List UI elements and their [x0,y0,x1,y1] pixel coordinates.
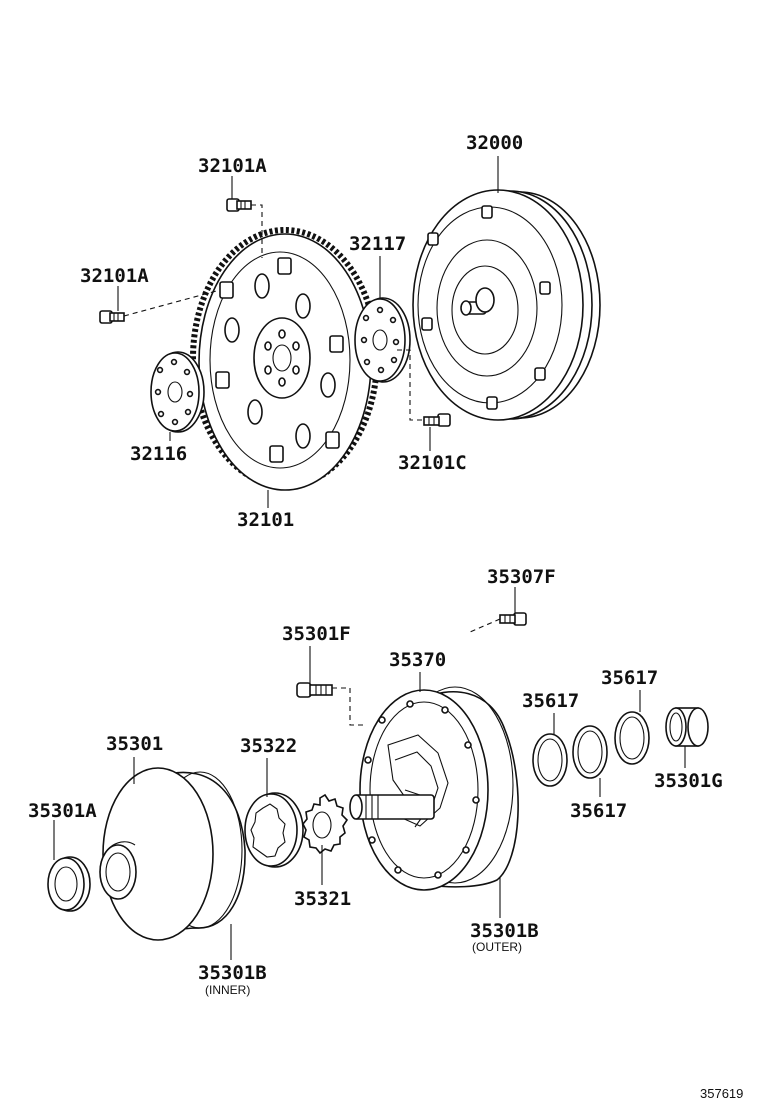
label-35617-c: 35617 [601,667,658,689]
label-32117: 32117 [349,233,406,255]
label-35301: 35301 [106,733,163,755]
label-32116: 32116 [130,443,187,465]
label-32000: 32000 [466,132,523,154]
oil-seal-35301a[interactable] [47,856,91,912]
label-35307f: 35307F [487,566,556,588]
bolt-35307f[interactable] [499,612,527,626]
spacer-plate-32117[interactable] [354,297,411,383]
oil-pump-body-35301[interactable] [99,767,246,941]
spacer-plate-32116[interactable] [150,351,205,433]
upper-leader-lines [117,156,499,508]
driven-gear-35322[interactable] [244,792,304,868]
callout-labels: 32000 32101A 32101A 32117 32116 32101C 3… [28,132,743,1101]
drive-gear-35321[interactable] [302,793,349,855]
label-35301b-inner: 35301B [198,962,267,984]
bolt-32101a-left[interactable] [99,310,125,324]
label-35301b-outer: 35301B [470,920,539,942]
bushing-35301g[interactable] [665,707,709,747]
label-32101: 32101 [237,509,294,531]
note-outer: (OUTER) [472,940,522,954]
label-32101a-top: 32101A [198,155,267,177]
torque-converter-32000[interactable] [412,189,601,421]
drive-plate-32101[interactable] [190,227,380,491]
seal-ring-35617-b[interactable] [572,725,608,779]
label-35301g: 35301G [654,770,723,792]
seal-ring-35617-a[interactable] [532,733,568,787]
pump-body-35370[interactable] [349,686,519,891]
label-32101c: 32101C [398,452,467,474]
label-35370: 35370 [389,649,446,671]
label-35617-b: 35617 [570,800,627,822]
label-35301a: 35301A [28,800,97,822]
label-32101a-left: 32101A [80,265,149,287]
bolt-35301f[interactable] [296,682,333,698]
seal-ring-35617-c[interactable] [614,711,650,765]
note-inner: (INNER) [205,983,250,997]
figure-reference-number: 357619 [700,1086,743,1101]
label-35321: 35321 [294,888,351,910]
lower-leader-lines [53,587,686,960]
bolt-32101a-top[interactable] [226,198,252,212]
label-35617-a: 35617 [522,690,579,712]
bolt-32101c[interactable] [423,413,451,427]
label-35322: 35322 [240,735,297,757]
label-35301f: 35301F [282,623,351,645]
